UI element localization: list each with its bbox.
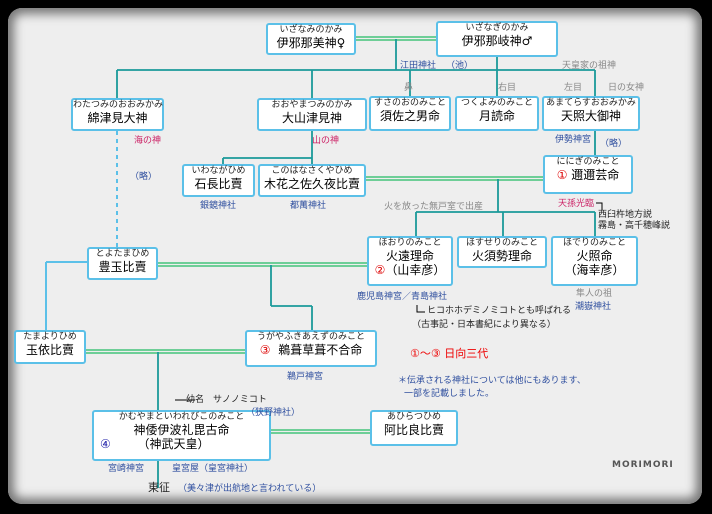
label-hyuga: ①〜③ 日向三代 <box>410 347 489 360</box>
abbrev-lines <box>45 131 596 330</box>
box-tamayori: たまよりひめ 玉依比賣 <box>14 330 86 364</box>
label-shiose: 潮嶽神社 <box>575 302 612 312</box>
label-youmei: 幼名 サノノミコト <box>186 395 267 405</box>
box-ninigi: ににぎのみこと ① 邇邇芸命 <box>543 155 633 194</box>
box-toyotama: とよたまひめ 豊玉比賣 <box>87 247 158 280</box>
box-oyamatsumi: おおやまつみのかみ 大山津見神 <box>257 98 367 131</box>
label-miyazaki: 宮崎神宮 <box>108 464 145 474</box>
label-kirishima: 霧島・高千穂峰説 <box>598 221 671 231</box>
label-hayato: 隼人の祖 <box>576 289 613 299</box>
box-hoderi: ほでりのみこと 火照命 （海幸彦） <box>551 236 638 286</box>
number-badge: ② <box>374 263 386 277</box>
box-ahira: あひらつひめ 阿比良比賣 <box>370 410 458 446</box>
box-izanami: いざなみのかみ 伊邪那美神♀ <box>266 23 356 55</box>
label-mountain-god: 山の神 <box>312 136 340 146</box>
number-badge: ④ <box>100 437 111 451</box>
label-tsuma: 都萬神社 <box>290 201 327 211</box>
label-kagoshima: 鹿児島神宮／青島神社 <box>357 292 448 302</box>
label-abbrev-right: （略） <box>600 139 628 149</box>
note-line-2: 一部を記載しました。 <box>404 389 495 399</box>
label-east: 東征 <box>148 481 170 494</box>
box-amaterasu: あまてらすおおみかみ 天照大御神 <box>542 96 640 131</box>
number-badge: ① <box>556 168 568 182</box>
number-badge: ③ <box>259 343 271 357</box>
label-nose: 鼻 <box>404 83 414 93</box>
note-connectors <box>175 202 603 401</box>
label-udo: 鵜戸神宮 <box>287 372 324 382</box>
box-iwanaga: いわながひめ 石長比賣 <box>182 164 255 197</box>
label-sea-god: 海の神 <box>134 136 162 146</box>
label-ise: 伊勢神宮 <box>555 135 592 145</box>
box-hoori: ほおりのみこと 火遠理命 ②（山幸彦） <box>367 236 453 286</box>
label-tenson: 天孫光臨 <box>558 199 595 209</box>
label-sun-goddess: 日の女神 <box>608 83 645 93</box>
label-eda-pond: （池） <box>446 61 474 71</box>
marriage-lines <box>86 36 543 434</box>
label-kogu: 皇宮屋（皇宮神社） <box>172 464 254 474</box>
label-nishiusu: 西臼杵地方説 <box>598 210 653 220</box>
label-sano: （狭野神社） <box>246 408 301 418</box>
watermark-morimori: MORIMORI <box>612 460 674 470</box>
box-susanoo: すさのおのみこと 須佐之男命 <box>369 96 451 131</box>
note-line-1: ＊伝承される神社については他にもあります、 <box>398 376 586 386</box>
box-izanagi: いざなぎのかみ 伊邪那岐神♂ <box>436 21 558 57</box>
label-abbrev-left: （略） <box>130 172 158 182</box>
label-right-eye: 右目 <box>498 83 517 93</box>
label-hohodemi: ヒコホホデミノミコトとも呼ばれる <box>427 306 572 316</box>
descent-lines <box>116 39 596 488</box>
label-fire-birth: 火を放った無戸室で出産 <box>384 202 484 212</box>
box-tsukuyomi: つくよみのみこと 月読命 <box>455 96 539 131</box>
label-koutei-ancestor: 天皇家の祖神 <box>562 61 617 71</box>
box-ugaya: うがやふきあえずのみこと ③ 鵜葺草葺不合命 <box>245 330 377 367</box>
label-left-eye: 左目 <box>564 83 583 93</box>
label-ginkyo: 銀鏡神社 <box>200 201 237 211</box>
label-kojiki: （古事記・日本書紀により異なる） <box>412 320 556 330</box>
box-hosuseri: ほすせりのみこと 火須勢理命 <box>457 236 547 268</box>
box-jimmu: かむやまといわれびこのみこと 神倭伊波礼毘古命 ④ （神武天皇） <box>92 410 271 461</box>
box-watatsumi: わたつみのおおみかみ 綿津見大神 <box>71 98 164 131</box>
label-eda-shrine: 江田神社 <box>400 61 437 71</box>
label-east-note: （美々津が出航地と言われている） <box>178 484 322 494</box>
box-konohana: このはなさくやひめ 木花之佐久夜比賣 <box>258 164 366 197</box>
